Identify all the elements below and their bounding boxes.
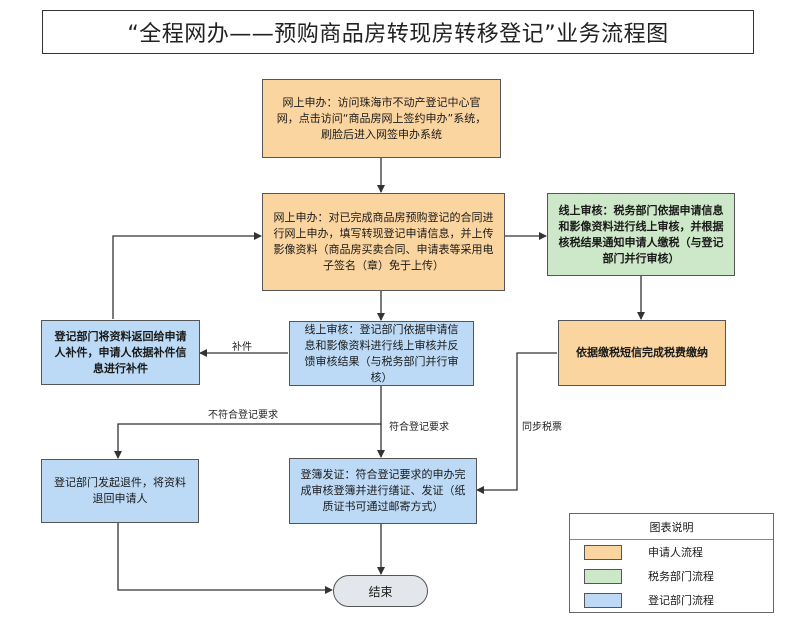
node-end: 结束 [333,575,428,607]
legend-item-applicant: 申请人流程 [570,540,773,564]
node-reject: 登记部门发起退件，将资料退回申请人 [41,459,199,523]
legend-swatch-tax [584,568,622,584]
label-not-meet: 不符合登记要求 [208,410,278,421]
edge-n6-n2 [112,232,262,319]
edge-n4-n8 [476,352,557,494]
legend-item-registry: 登记部门流程 [570,588,773,612]
node-tax-payment: 依据缴税短信完成税费缴纳 [558,320,726,386]
legend-label-applicant: 申请人流程 [648,546,703,559]
legend-swatch-registry [584,592,622,608]
node-online-apply-1: 网上申办：访问珠海市不动产登记中心官网，点击访问“商品房网上签约申办”系统，刷脸… [262,79,501,158]
label-meet: 符合登记要求 [389,422,449,433]
edge-n7-end [117,523,333,594]
node-certificate: 登簿发证：符合登记要求的申办完成审核登簿并进行缮证、发证（纸质证书可通过邮寄方式… [289,458,477,524]
label-sync-tax: 同步税票 [522,422,562,433]
page-title: “全程网办——预购商品房转现房转移登记”业务流程图 [42,10,754,54]
legend-label-tax: 税务部门流程 [648,570,714,583]
legend-item-tax: 税务部门流程 [570,564,773,588]
node-online-apply-2: 网上申办：对已完成商品房预购登记的合同进行网上申办，填写转现登记申请信息，并上传… [262,193,505,291]
legend-title: 图表说明 [570,514,773,540]
legend-label-registry: 登记部门流程 [648,594,714,607]
legend-swatch-applicant [584,544,622,560]
legend: 图表说明 申请人流程 税务部门流程 登记部门流程 [569,513,774,613]
node-registry-review: 线上审核：登记部门依据申请信息和影像资料进行线上审核并反馈审核结果（与税务部门并… [289,321,474,386]
node-tax-review: 线上审核：税务部门依据申请信息和影像资料进行线上审核，并根据核税结果通知申请人缴… [547,193,735,276]
label-bujian: 补件 [232,342,252,353]
edge-n5-n7 [114,386,382,459]
node-supplement: 登记部门将资料返回给申请人补件，申请人依据补件信息进行补件 [41,320,200,385]
